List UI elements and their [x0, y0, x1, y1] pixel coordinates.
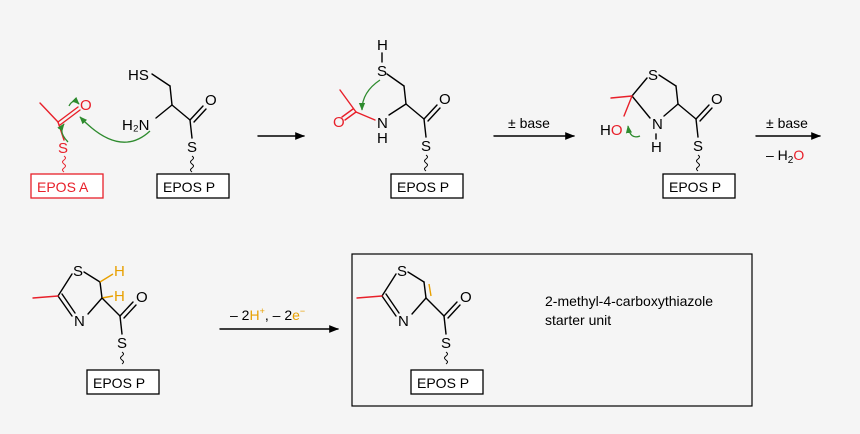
atom-o-acyl: O	[80, 97, 92, 114]
epos-p-box-4	[86, 369, 160, 395]
atom-h-thiol: H	[377, 37, 388, 54]
epos-p-label-4: EPOS P	[93, 375, 145, 391]
epos-p-label-3: EPOS P	[669, 179, 721, 195]
atom-hs: HS	[128, 67, 149, 84]
atom-h-ring: H	[651, 139, 662, 156]
atom-o-red: O	[333, 114, 345, 131]
atom-o: O	[205, 92, 217, 109]
atom-n-amide: N	[377, 115, 388, 132]
epos-p-box-3	[662, 173, 736, 199]
atom-h-orange-2: H	[114, 288, 125, 305]
atom-s-acyl: S	[58, 140, 68, 157]
acetyl-thioester-epos-a: O S EPOS A	[30, 96, 151, 199]
epos-a-box	[30, 173, 104, 199]
product-caption-line1: 2-methyl-4-carboxythiazole	[545, 293, 713, 309]
atom-n-thiazole: N	[398, 313, 409, 330]
reagent-minus-water: – H2O	[766, 147, 804, 166]
epos-p-box-5	[410, 369, 484, 395]
thiazole-product: S N O S EPOS P	[356, 263, 484, 395]
atom-ho: HO	[600, 122, 623, 139]
atom-o-4: O	[136, 289, 148, 306]
atom-h-orange-1: H	[114, 263, 125, 280]
atom-s-3: S	[693, 138, 703, 155]
thiazolidine-hemiaminal: S N H HO O S EPOS P	[600, 67, 736, 199]
atom-h2n: H₂N	[122, 117, 150, 134]
atom-s-thiazole: S	[397, 263, 407, 280]
atom-s-ring: S	[648, 67, 658, 84]
atom-s-thiol: S	[377, 63, 387, 80]
epos-p-label-1: EPOS P	[163, 179, 215, 195]
atom-s-thiazoline: S	[73, 263, 83, 280]
atom-h-amide: H	[377, 130, 388, 147]
atom-s: S	[187, 139, 197, 156]
atom-s-2: S	[421, 138, 431, 155]
atom-o-5: O	[460, 289, 472, 306]
product-frame	[351, 253, 753, 407]
reagent-base-2: ± base	[766, 115, 808, 131]
atom-n-ring: N	[652, 116, 663, 133]
atom-n-thiazoline: N	[74, 313, 85, 330]
atom-o-3: O	[711, 91, 723, 108]
atom-o-2: O	[439, 91, 451, 108]
epos-a-label: EPOS A	[37, 179, 89, 195]
epos-p-box-1	[156, 173, 230, 199]
epos-p-box-2	[390, 173, 464, 199]
epos-p-label-5: EPOS P	[417, 375, 469, 391]
atom-s-5: S	[441, 335, 451, 352]
acyl-amide-intermediate: H S N H O O S EPOS P	[333, 37, 464, 199]
cysteine-thioester-epos-p: HS H₂N O S EPOS P	[122, 67, 230, 199]
reagent-oxidation: – 2H+, – 2e−	[230, 306, 305, 323]
product-caption-line2: starter unit	[545, 312, 611, 328]
reagent-base-1: ± base	[508, 115, 550, 131]
epos-p-label-2: EPOS P	[397, 179, 449, 195]
atom-s-4: S	[117, 335, 127, 352]
thiazoline-intermediate: S N H H O S EPOS P	[32, 263, 160, 395]
